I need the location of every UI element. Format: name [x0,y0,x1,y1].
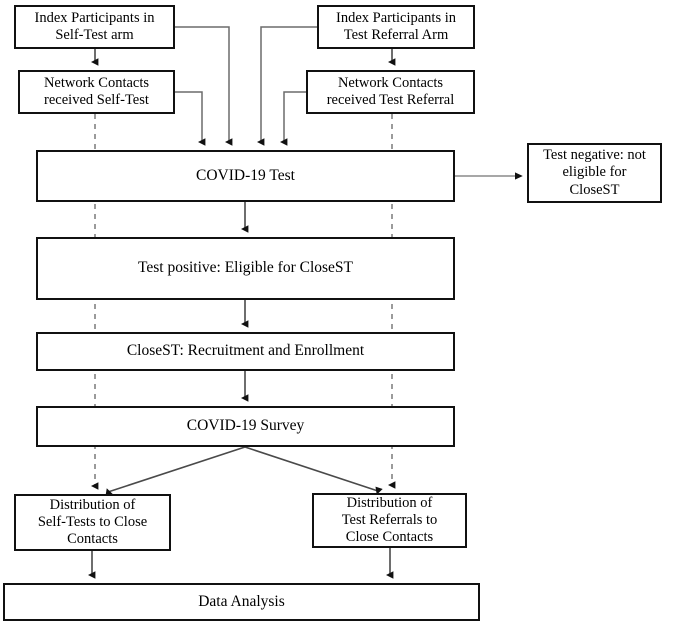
edge-net-self-to-covid-test [175,91,206,146]
node-test-positive-eligible[interactable]: Test positive: Eligible for CloseST [36,237,455,300]
node-index-participants-test-referral-arm[interactable]: Index Participants in Test Referral Arm [317,5,475,49]
edge-net-ref-to-covid-test [279,91,306,146]
node-label: COVID-19 Survey [186,417,305,435]
node-covid-19-test[interactable]: COVID-19 Test [36,150,455,202]
node-label: Distribution of Test Referrals to Close … [341,494,438,546]
node-covid-19-survey[interactable]: COVID-19 Survey [36,406,455,447]
node-distribution-test-referrals[interactable]: Distribution of Test Referrals to Close … [312,493,467,548]
node-distribution-self-tests[interactable]: Distribution of Self-Tests to Close Cont… [14,494,171,551]
edge-covid-survey-to-dist-ref [244,446,383,495]
node-label: Index Participants in Test Referral Arm [335,9,456,43]
node-label: Test positive: Eligible for CloseST [137,259,354,277]
edge-index-self-to-covid-test [175,26,233,146]
node-network-contacts-received-self-test[interactable]: Network Contacts received Self-Test [18,70,175,114]
node-label: Network Contacts received Test Referral [326,74,455,108]
node-closest-recruitment-enrollment[interactable]: CloseST: Recruitment and Enrollment [36,332,455,371]
node-label: Test negative: not eligible for CloseST [543,147,646,198]
edge-covid-survey-to-dist-self [105,446,246,497]
node-label: Network Contacts received Self-Test [43,74,150,108]
node-data-analysis[interactable]: Data Analysis [3,583,480,621]
node-label: Distribution of Self-Tests to Close Cont… [37,496,148,548]
node-label: Data Analysis [198,592,285,610]
node-index-participants-self-test-arm[interactable]: Index Participants in Self-Test arm [14,5,175,49]
node-label: Index Participants in Self-Test arm [34,9,155,43]
node-label: CloseST: Recruitment and Enrollment [126,342,365,360]
node-test-negative-not-eligible[interactable]: Test negative: not eligible for CloseST [527,143,662,203]
node-network-contacts-received-test-referral[interactable]: Network Contacts received Test Referral [306,70,475,114]
node-label: COVID-19 Test [196,166,295,184]
